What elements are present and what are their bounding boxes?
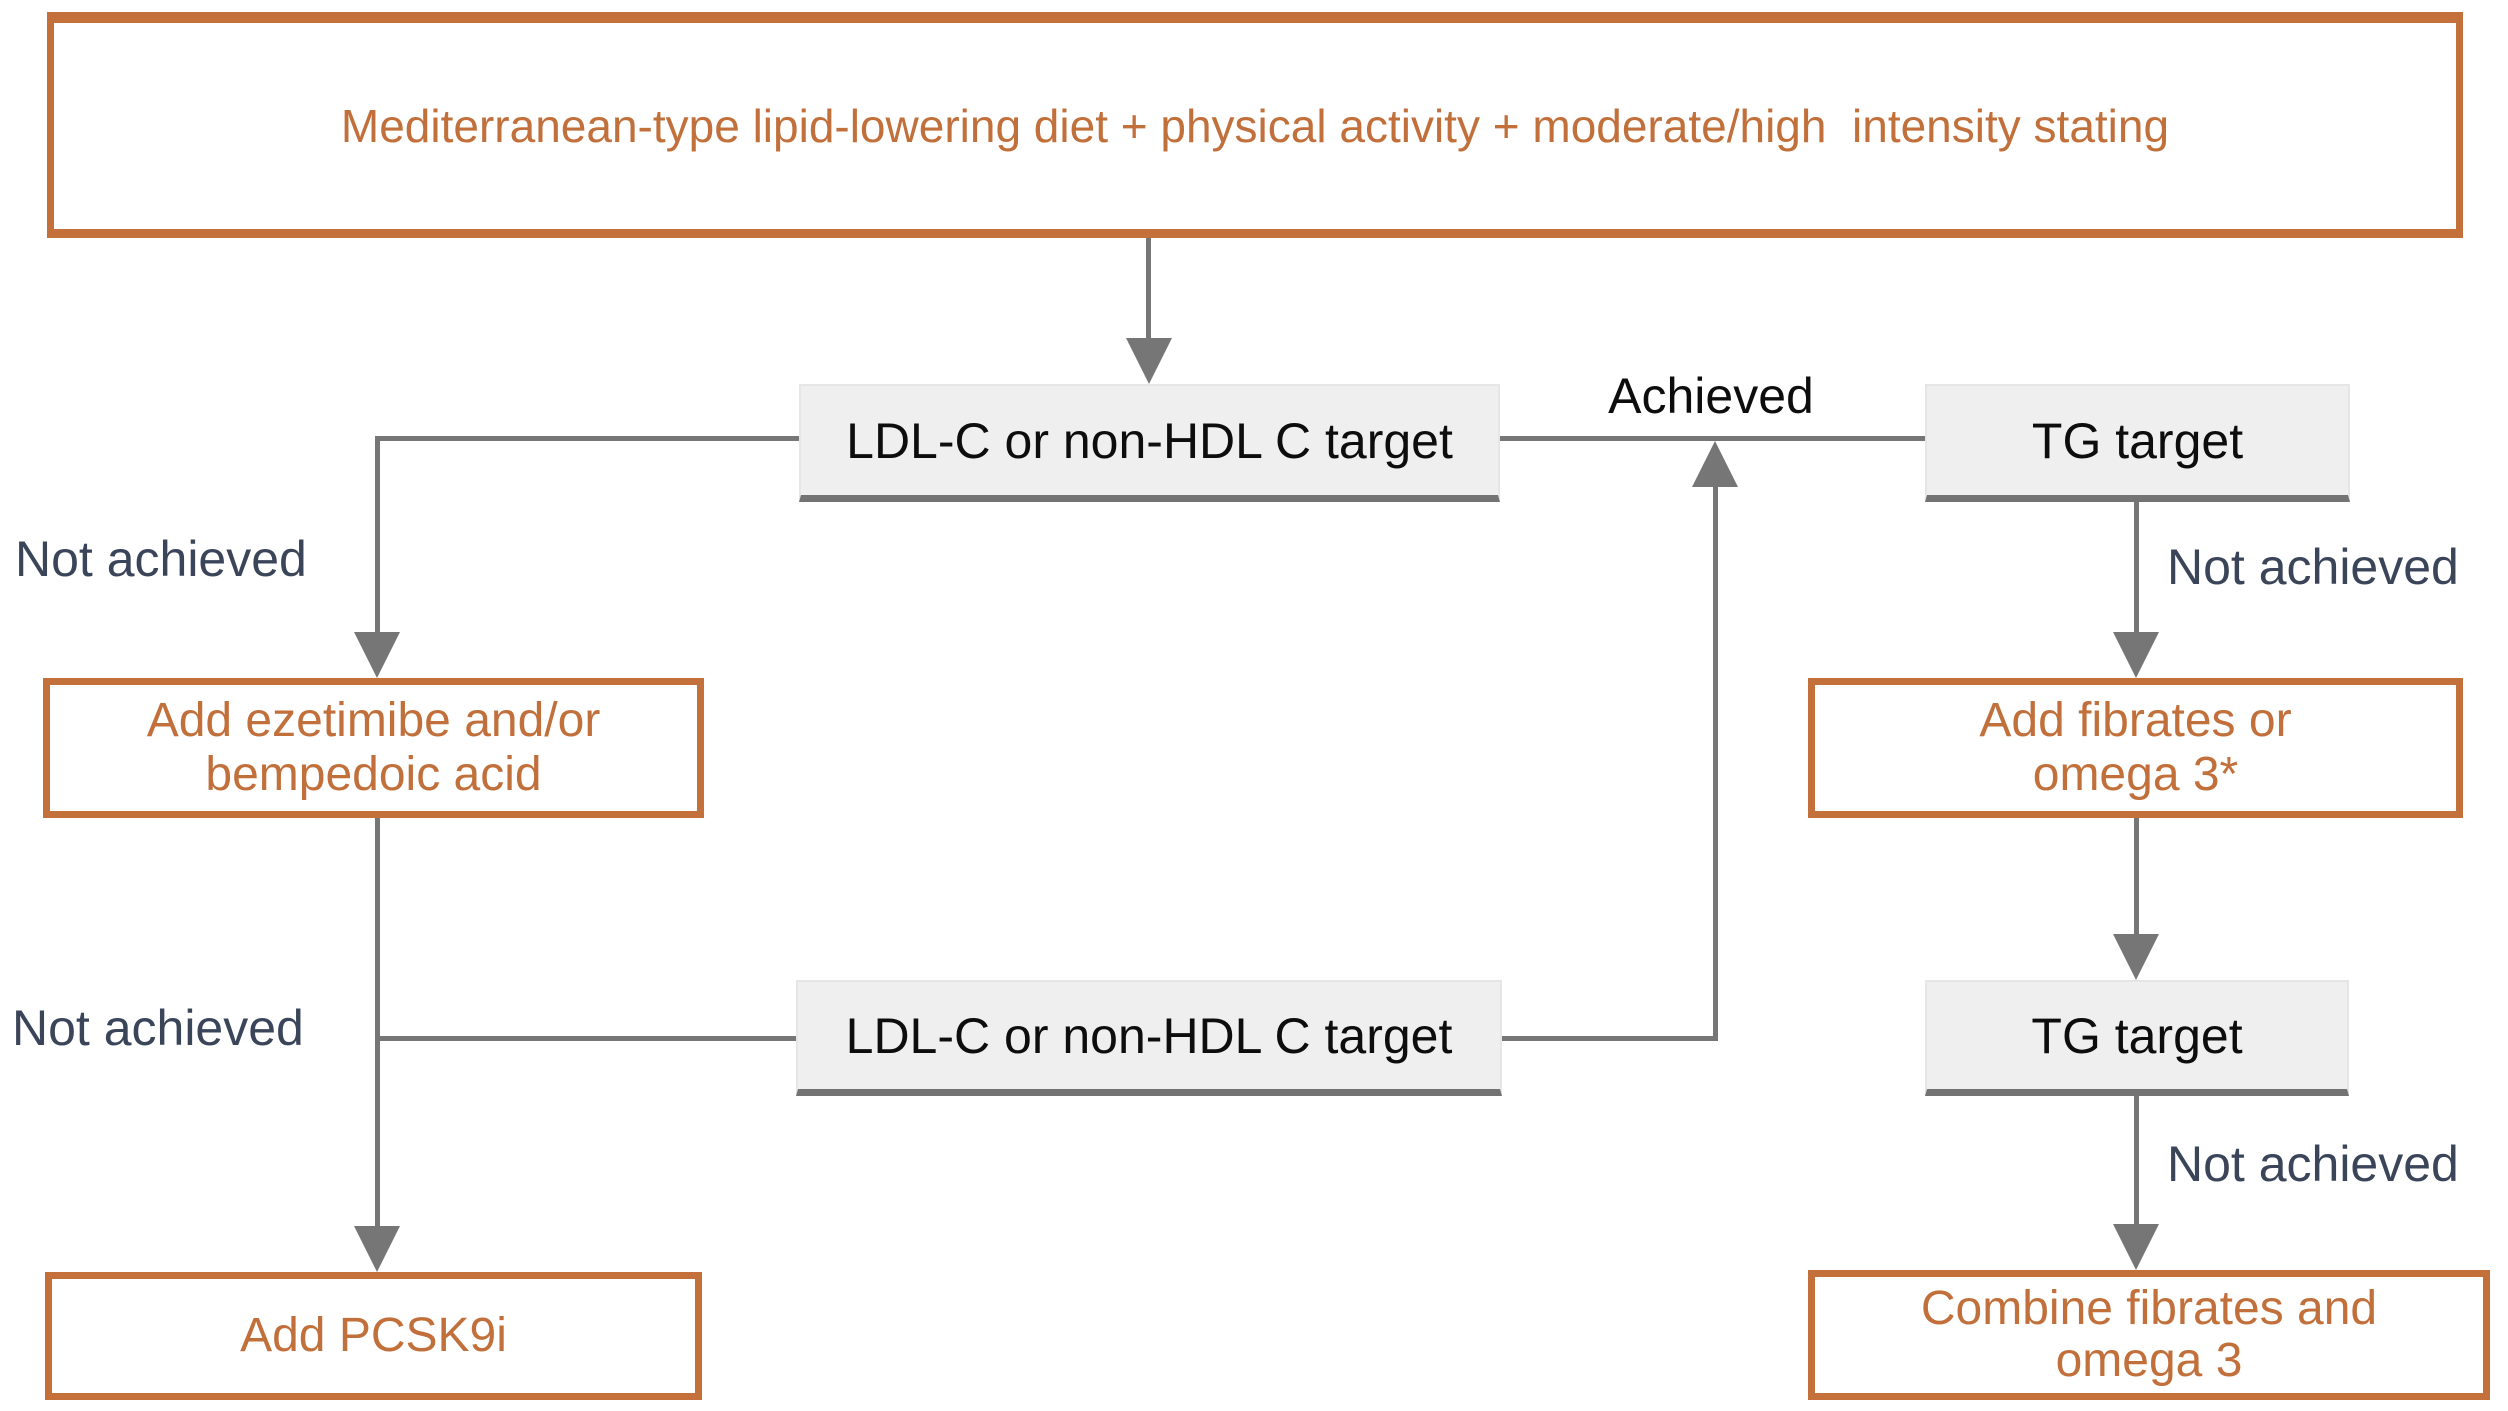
edge-label-not-achieved-right-top: Not achieved	[2167, 539, 2459, 595]
node-combine-fibrates: Combine fibrates and omega 3	[1808, 1270, 2490, 1400]
arrow-down-icon	[354, 632, 400, 678]
connector-ldl2-up	[1713, 485, 1718, 1041]
tg-target-2-label: TG target	[2031, 1007, 2243, 1064]
arrow-down-icon	[1126, 338, 1172, 384]
arrow-up-icon	[1692, 441, 1738, 487]
connector-ldl2-right	[1502, 1036, 1715, 1041]
connector-branch-to-ldl2	[377, 1036, 796, 1041]
node-add-pcsk9i: Add PCSK9i	[45, 1272, 702, 1400]
edge-label-not-achieved-left-top: Not achieved	[15, 531, 307, 587]
connector-ldl1-left	[375, 436, 799, 441]
connector-ezetimibe-down	[375, 818, 380, 1228]
diet-statin-label: Mediterranean-type lipid-lowering diet +…	[340, 100, 2170, 152]
combine-fibrates-line1: Combine fibrates and	[1920, 1282, 2378, 1335]
node-tg-target-2: TG target	[1925, 980, 2349, 1096]
connector-tg1-down	[2134, 502, 2139, 632]
arrow-down-icon	[2113, 1224, 2159, 1270]
ldl-target-1-label: LDL-C or non-HDL C target	[846, 412, 1453, 469]
ldl-target-2-label: LDL-C or non-HDL C target	[845, 1007, 1453, 1064]
edge-label-not-achieved-left-bottom: Not achieved	[12, 1000, 304, 1056]
combine-fibrates-line2: omega 3	[2055, 1334, 2243, 1387]
add-pcsk9i-label: Add PCSK9i	[240, 1309, 507, 1362]
connector-tg2-down	[2134, 1096, 2139, 1224]
tg-target-1-label: TG target	[2031, 412, 2244, 469]
node-ldl-target-1: LDL-C or non-HDL C target	[799, 384, 1500, 502]
add-ezetimibe-line1: Add ezetimibe and/or	[146, 694, 601, 747]
connector-achieved	[1500, 436, 1925, 441]
edge-label-not-achieved-right-bottom: Not achieved	[2167, 1136, 2459, 1192]
connector-ldl1-down	[375, 439, 380, 632]
connector-title-to-ldl1	[1146, 238, 1151, 340]
edge-label-achieved: Achieved	[1608, 368, 1814, 424]
node-diet-statin-box: Mediterranean-type lipid-lowering diet +…	[47, 12, 2463, 238]
add-fibrates-line2: omega 3*	[2032, 748, 2239, 801]
node-add-fibrates: Add fibrates or omega 3*	[1808, 678, 2463, 818]
node-ldl-target-2: LDL-C or non-HDL C target	[796, 980, 1502, 1096]
connector-fibrates-down	[2134, 818, 2139, 934]
arrow-down-icon	[2113, 934, 2159, 980]
add-fibrates-line1: Add fibrates or	[1979, 694, 2292, 747]
arrow-down-icon	[2113, 632, 2159, 678]
arrow-down-icon	[354, 1226, 400, 1272]
add-ezetimibe-line2: bempedoic acid	[205, 748, 542, 801]
node-tg-target-1: TG target	[1925, 384, 2350, 502]
node-add-ezetimibe: Add ezetimibe and/or bempedoic acid	[43, 678, 704, 818]
